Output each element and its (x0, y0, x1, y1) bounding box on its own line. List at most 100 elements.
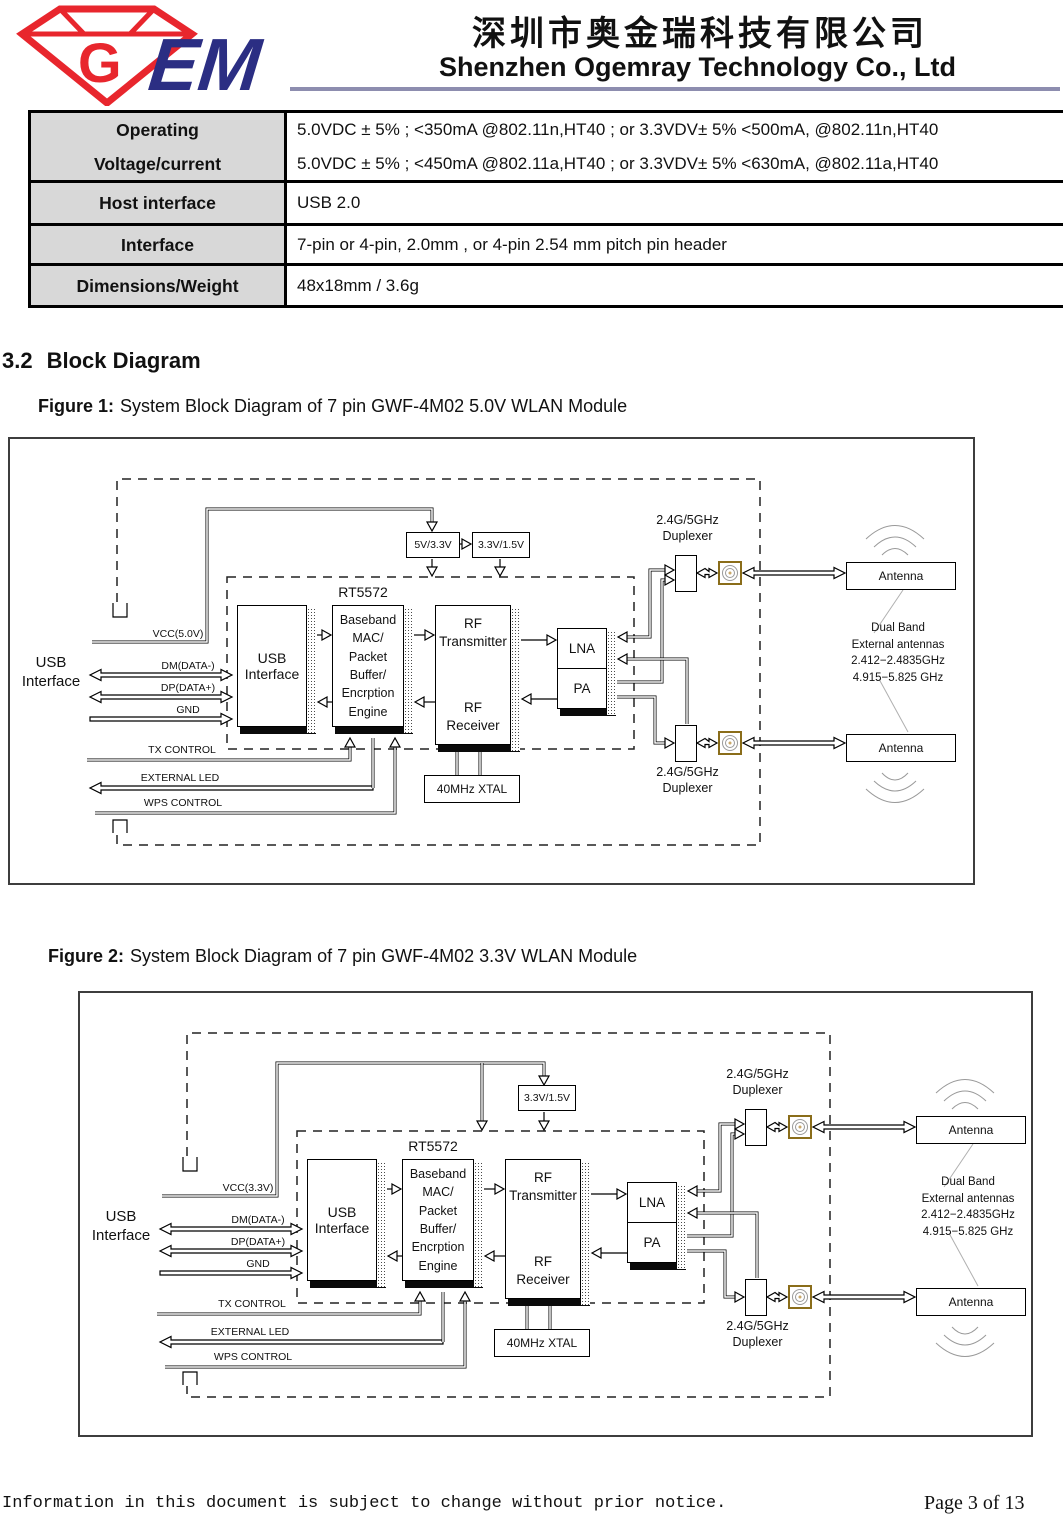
antenna-block-top: Antenna (846, 562, 956, 590)
company-name-chinese: 深圳市奥金瑞科技有限公司 (472, 16, 928, 53)
figure1-caption-text: System Block Diagram of 7 pin GWF-4M02 5… (120, 396, 628, 416)
block-text: Buffer/ (419, 1222, 457, 1236)
label-line: Host interface (99, 193, 216, 213)
value-line: 5.0VDC ± 5% ; <350mA @802.11n,HT40 ; or … (297, 119, 939, 139)
lna-pa-block: LNA PA (627, 1182, 686, 1270)
dual-band-note: Dual Band External antennas 2.412−2.4835… (851, 622, 945, 684)
gnd-signal-label: GND (176, 704, 200, 716)
section-heading: 3.2 Block Diagram (2, 348, 201, 374)
block-text: Baseband (339, 612, 397, 627)
table-row: Dimensions/Weight 48x18mm / 3.6g (31, 263, 1063, 305)
dp-signal-label: DP(DATA+) (160, 682, 216, 694)
block-text: MAC/ (352, 631, 384, 646)
antenna-block-bottom: Antenna (916, 1288, 1026, 1316)
wps-control-label: WPS CONTROL (213, 1351, 293, 1363)
block-text: Buffer/ (349, 668, 387, 682)
table-row: Interface 7-pin or 4-pin, 2.0mm , or 4-p… (31, 223, 1063, 263)
value-line: 48x18mm / 3.6g (297, 275, 419, 295)
block-text: Encrption (341, 686, 395, 701)
antenna-connector-icon (718, 561, 742, 585)
antenna-connector-icon (788, 1285, 812, 1309)
label-line: Dimensions/Weight (76, 275, 239, 296)
dp-signal-label: DP(DATA+) (230, 1236, 286, 1248)
block-text: USB (327, 1204, 357, 1220)
regulator-5v-3v3-block: 5V/3.3V (406, 532, 460, 558)
radiation-waves-icon (865, 525, 925, 803)
table-row: Host interface USB 2.0 (31, 180, 1063, 223)
figure1-caption: Figure 1:System Block Diagram of 7 pin G… (38, 396, 627, 417)
chip-label: RT5572 (408, 1138, 458, 1154)
value-line: 7-pin or 4-pin, 2.0mm , or 4-pin 2.54 mm… (297, 234, 727, 254)
tx-control-label: TX CONTROL (148, 744, 216, 756)
antenna-connector-icon (788, 1115, 812, 1139)
xtal-block: 40MHz XTAL (494, 1329, 590, 1357)
radiation-waves-icon (935, 1079, 995, 1357)
external-led-label: EXTERNAL LED (210, 1326, 290, 1338)
block-text: Baseband (409, 1166, 467, 1181)
lna-pa-block: LNA PA (557, 628, 616, 716)
regulator-3v3-1v5-block: 3.3V/1.5V (472, 532, 530, 558)
antenna-block-top: Antenna (916, 1116, 1026, 1144)
label-line: Voltage/current (93, 153, 222, 174)
row-label: Host interface (31, 183, 287, 223)
figure2-block-diagram: USB Interface Baseband MAC/ Packet Buffe… (78, 991, 1033, 1437)
block-text: MAC/ (422, 1185, 454, 1200)
company-logo: G EM (8, 2, 308, 108)
figure1-diagram-svg (87, 478, 925, 846)
pa-cell: PA (573, 681, 591, 696)
regulator-3v3-1v5-block: 3.3V/1.5V (518, 1085, 576, 1111)
block-text: Engine (418, 1258, 458, 1273)
section-title: Block Diagram (46, 348, 201, 373)
block-text: Packet (418, 1203, 458, 1218)
logo-g-letter: G (78, 31, 122, 94)
usb-interface-block: USB Interface (237, 605, 316, 734)
tx-control-label: TX CONTROL (218, 1298, 286, 1310)
label-line: Interface (121, 234, 194, 255)
block-text: Encrption (411, 1240, 465, 1255)
value-line: USB 2.0 (297, 193, 361, 212)
spec-table: Operating Voltage/current 5.0VDC ± 5% ; … (28, 110, 1063, 308)
block-text: Packet (348, 649, 388, 664)
chip-label: RT5572 (338, 584, 388, 600)
vcc-signal-label: VCC(5.0V) (152, 628, 204, 640)
dm-signal-label: DM(DATA-) (231, 1214, 285, 1226)
gem-logo-icon: G EM (16, 5, 267, 108)
figure1-caption-label: Figure 1: (38, 396, 115, 416)
xtal-block: 40MHz XTAL (424, 775, 520, 803)
block-text: USB (257, 650, 287, 666)
footer-notice: Information in this document is subject … (2, 1494, 727, 1513)
duplexer-block-bottom (675, 725, 697, 762)
figure1-block-diagram: USB Interface Baseband MAC/ Packet Buffe… (8, 437, 975, 885)
antenna-block-bottom: Antenna (846, 734, 956, 762)
block-text: Interface (244, 666, 300, 682)
section-number: 3.2 (2, 348, 33, 373)
row-value: 48x18mm / 3.6g (287, 266, 1063, 305)
lna-cell: LNA (558, 629, 606, 669)
header-divider (290, 87, 1060, 91)
pa-cell: PA (643, 1235, 661, 1250)
logo-em-letters: EM (145, 23, 267, 106)
figure2-caption-label: Figure 2: (48, 946, 125, 966)
row-value: USB 2.0 (287, 183, 1063, 223)
vcc-signal-label: VCC(3.3V) (222, 1182, 274, 1194)
duplexer-block-top (675, 555, 697, 592)
external-led-label: EXTERNAL LED (140, 772, 220, 784)
table-row: Operating Voltage/current 5.0VDC ± 5% ; … (31, 113, 1063, 180)
footer-page-number: Page 3 of 13 (924, 1492, 1025, 1514)
baseband-block: Baseband MAC/ Packet Buffer/ Encrption E… (402, 1159, 483, 1288)
duplexer-block-top (745, 1109, 767, 1146)
value-line: 5.0VDC ± 5% ; <450mA @802.11a,HT40 ; or … (297, 153, 939, 173)
